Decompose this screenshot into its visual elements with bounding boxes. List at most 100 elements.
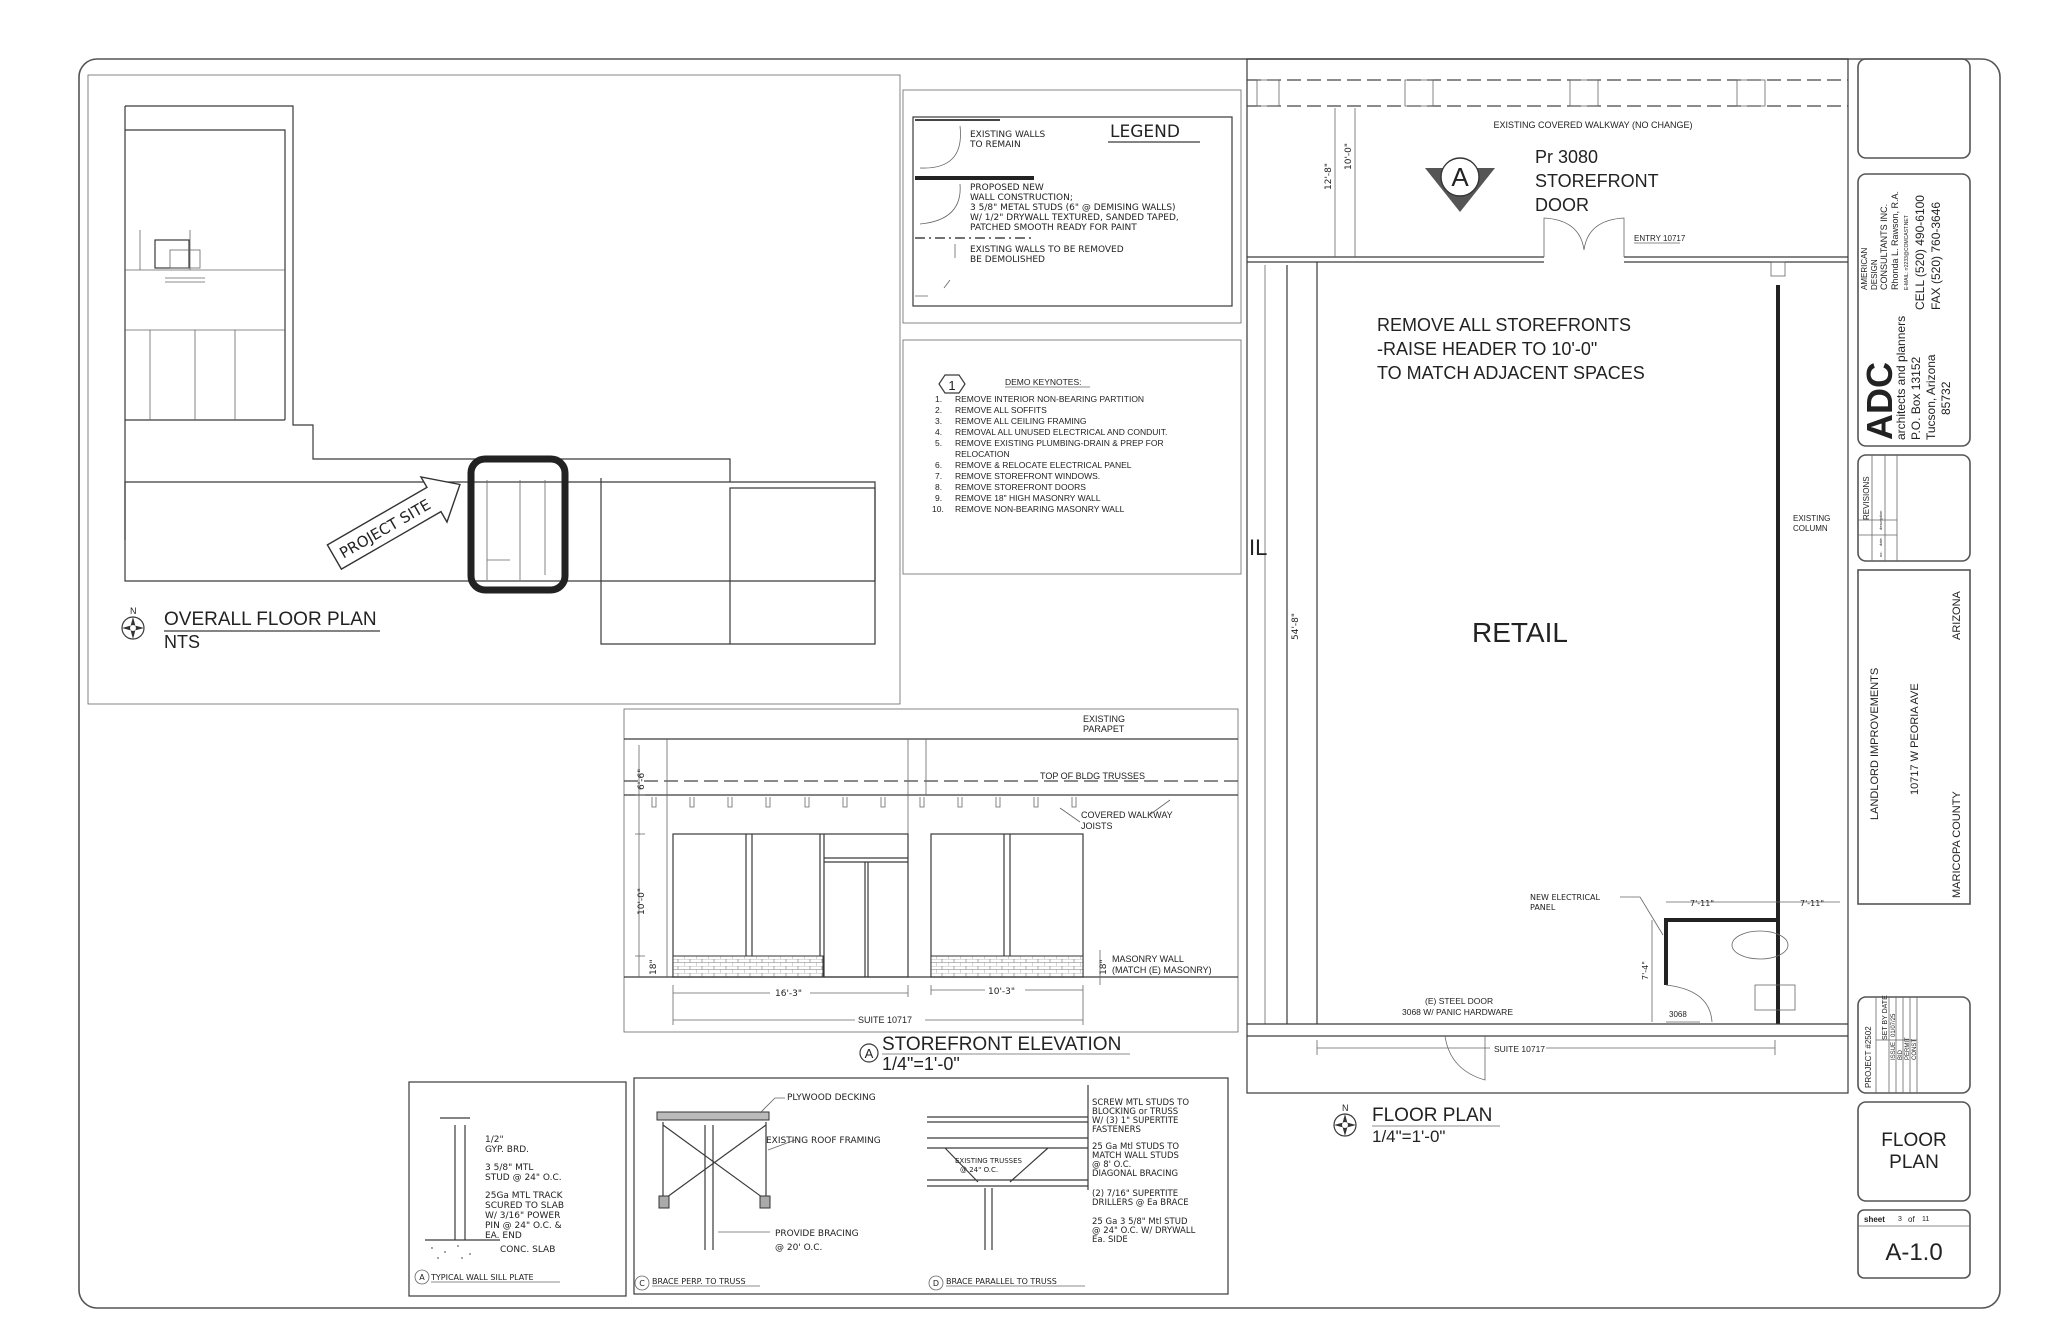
blank-stamp-box xyxy=(1857,58,1971,159)
svg-text:DESIGN: DESIGN xyxy=(1870,259,1879,290)
svg-text:CONC. SLAB: CONC. SLAB xyxy=(500,1245,555,1255)
svg-text:2.: 2. xyxy=(935,405,942,415)
svg-text:STUD @ 24" O.C.: STUD @ 24" O.C. xyxy=(485,1173,562,1183)
svg-text:A: A xyxy=(1451,162,1469,192)
svg-text:TYPICAL WALL SILL PLATE: TYPICAL WALL SILL PLATE xyxy=(430,1273,534,1282)
elevation-marker-icon xyxy=(859,1043,879,1063)
svg-text:(MATCH (E) MASONRY): (MATCH (E) MASONRY) xyxy=(1112,965,1212,975)
keynotes-title: DEMO KEYNOTES: xyxy=(1005,377,1082,387)
svg-text:EXISTING WALLS TO BE REMOVED: EXISTING WALLS TO BE REMOVED xyxy=(970,245,1124,255)
section-marker-a: A xyxy=(1425,157,1495,212)
storefront-left xyxy=(672,833,909,978)
svg-text:1.: 1. xyxy=(935,394,942,404)
north-arrow-icon: N xyxy=(1333,1103,1357,1137)
room-label-retail: RETAIL xyxy=(1472,617,1568,648)
svg-text:@ 24" O.C. W/ DRYWALL: @ 24" O.C. W/ DRYWALL xyxy=(1092,1226,1196,1236)
svg-text:85732: 85732 xyxy=(1939,381,1953,415)
project-site-highlight xyxy=(467,455,569,594)
svg-text:3068: 3068 xyxy=(1669,1010,1687,1019)
svg-text:REMOVE ALL STOREFRONTS: REMOVE ALL STOREFRONTS xyxy=(1377,315,1631,335)
svg-text:18": 18" xyxy=(1099,959,1109,975)
svg-text:BRACE PARALLEL TO TRUSS: BRACE PARALLEL TO TRUSS xyxy=(946,1277,1057,1286)
detail-a-marker-icon xyxy=(414,1269,430,1285)
detail-brace-parallel: EXISTING TRUSSES @ 24" O.C. SCREW MTL ST… xyxy=(927,1085,1196,1291)
svg-text:MARICOPA COUNTY: MARICOPA COUNTY xyxy=(1951,791,1963,898)
svg-text:1: 1 xyxy=(948,378,955,393)
svg-text:6'-6": 6'-6" xyxy=(637,769,647,790)
project-number: PROJECT #2502 xyxy=(1864,1026,1873,1088)
sheet-number: sheet 3 of 11 A-1.0 xyxy=(1857,1209,1971,1279)
svg-text:3.: 3. xyxy=(935,416,942,426)
svg-text:TO MATCH ADJACENT SPACES: TO MATCH ADJACENT SPACES xyxy=(1377,363,1645,383)
keynote-item: REMOVE 18" HIGH MASONRY WALL xyxy=(955,493,1101,503)
svg-text:DIAGONAL BRACING: DIAGONAL BRACING xyxy=(1092,1169,1178,1179)
title-block: ADC AMERICAN DESIGN CONSULTANTS INC. Rho… xyxy=(1857,58,1971,1279)
elevation-title: STOREFRONT ELEVATION xyxy=(882,1034,1121,1055)
svg-text:MATCH WALL STUDS: MATCH WALL STUDS xyxy=(1092,1151,1179,1161)
svg-text:EA. END: EA. END xyxy=(485,1231,522,1241)
keynote-item: REMOVE NON-BEARING MASONRY WALL xyxy=(955,504,1125,514)
keynote-item: RELOCATION xyxy=(955,449,1010,459)
issue-set-table: PROJECT #2502 SET BY DATE ISSUE 01/07/25… xyxy=(1857,995,1971,1094)
walkway-joists xyxy=(651,797,1077,808)
svg-text:SUITE 10717: SUITE 10717 xyxy=(1494,1044,1545,1054)
svg-text:date: date xyxy=(1878,537,1883,546)
svg-text:EXISTING WALLS: EXISTING WALLS xyxy=(970,130,1046,140)
svg-text:SCURED TO SLAB: SCURED TO SLAB xyxy=(485,1201,564,1211)
svg-text:25 Ga 3 5/8" Mtl STUD: 25 Ga 3 5/8" Mtl STUD xyxy=(1092,1217,1188,1227)
svg-text:DRILLERS @ Ea BRACE: DRILLERS @ Ea BRACE xyxy=(1092,1198,1189,1208)
keynote-item: REMOVE EXISTING PLUMBING-DRAIN & PREP FO… xyxy=(955,438,1164,448)
svg-text:5.: 5. xyxy=(935,438,942,448)
keynote-item: REMOVE STOREFRONT DOORS xyxy=(955,482,1086,492)
svg-text:description: description xyxy=(1878,511,1883,530)
svg-text:3 5/8" METAL STUDS (6" @ DEMIS: 3 5/8" METAL STUDS (6" @ DEMISING WALLS) xyxy=(970,203,1176,213)
detail-c-marker-icon xyxy=(634,1275,650,1291)
overall-plan-scale: NTS xyxy=(164,632,200,652)
floor-plan-title: FLOOR PLAN xyxy=(1372,1105,1492,1126)
project-info: LANDLORD IMPROVEMENTS 10717 W PEORIA AVE… xyxy=(1857,569,1971,905)
svg-text:10'-3": 10'-3" xyxy=(988,987,1015,997)
svg-text:4.: 4. xyxy=(935,427,942,437)
svg-text:CONST: CONST xyxy=(1912,1039,1918,1060)
keynote-item: REMOVE ALL CEILING FRAMING xyxy=(955,416,1086,426)
svg-text:REVISIONS: REVISIONS xyxy=(1862,476,1871,520)
svg-text:7'-11": 7'-11" xyxy=(1690,899,1714,908)
svg-text:@ 24" O.C.: @ 24" O.C. xyxy=(960,1166,998,1174)
svg-text:sheet: sheet xyxy=(1864,1215,1885,1224)
svg-text:11: 11 xyxy=(1922,1216,1929,1223)
svg-text:BLOCKING or TRUSS: BLOCKING or TRUSS xyxy=(1092,1107,1178,1117)
firm-info: ADC AMERICAN DESIGN CONSULTANTS INC. Rho… xyxy=(1857,173,1971,447)
svg-text:8.: 8. xyxy=(935,482,942,492)
svg-text:PARAPET: PARAPET xyxy=(1083,724,1125,734)
svg-text:PROPOSED NEW: PROPOSED NEW xyxy=(970,183,1044,193)
svg-text:16'-3": 16'-3" xyxy=(775,989,802,999)
svg-text:25 Ga Mtl STUDS TO: 25 Ga Mtl STUDS TO xyxy=(1092,1142,1179,1152)
svg-text:SCREW MTL STUDS TO: SCREW MTL STUDS TO xyxy=(1092,1098,1189,1108)
svg-text:PANEL: PANEL xyxy=(1530,903,1556,912)
svg-text:9.: 9. xyxy=(935,493,942,503)
svg-text:E-MAIL: rr2233@COMCAST.NET: E-MAIL: rr2233@COMCAST.NET xyxy=(1904,215,1910,290)
svg-text:GYP. BRD.: GYP. BRD. xyxy=(485,1145,529,1155)
demo-keynotes: 1 DEMO KEYNOTES: 1. REMOVE INTERIOR NON-B… xyxy=(902,339,1242,575)
sheet-border xyxy=(78,58,2001,1309)
svg-text:6.: 6. xyxy=(935,460,942,470)
svg-text:3: 3 xyxy=(1898,1216,1902,1223)
svg-text:BRACE PERP. TO TRUSS: BRACE PERP. TO TRUSS xyxy=(652,1277,746,1286)
legend-title: LEGEND xyxy=(1110,122,1180,142)
svg-text:SUITE 10717: SUITE 10717 xyxy=(858,1015,912,1025)
sheet-id: A-1.0 xyxy=(1885,1239,1942,1266)
details-bracing: PLYWOOD DECKING EXISTING ROOF FRAMING PR… xyxy=(633,1077,1229,1295)
sheet-title: FLOOR PLAN xyxy=(1857,1101,1971,1202)
svg-text:CONSULTANTS INC.: CONSULTANTS INC. xyxy=(1879,204,1889,290)
svg-text:ARIZONA: ARIZONA xyxy=(1951,590,1963,640)
north-arrow-icon: N xyxy=(121,606,145,640)
svg-text:FASTENERS: FASTENERS xyxy=(1092,1125,1141,1135)
svg-text:BE DEMOLISHED: BE DEMOLISHED xyxy=(970,255,1045,265)
keynote-item: REMOVE INTERIOR NON-BEARING PARTITION xyxy=(955,394,1144,404)
svg-text:EXISTING: EXISTING xyxy=(1083,714,1125,724)
svg-text:of: of xyxy=(1908,1215,1915,1224)
svg-text:D: D xyxy=(933,1279,939,1288)
svg-text:N: N xyxy=(1342,1103,1349,1113)
svg-text:(E) STEEL DOOR: (E) STEEL DOOR xyxy=(1425,996,1493,1006)
